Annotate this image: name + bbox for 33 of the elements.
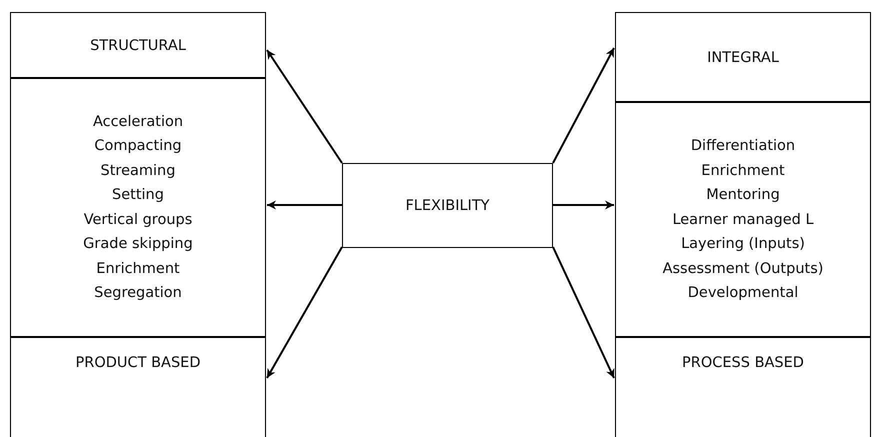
list-box bbox=[10, 77, 266, 338]
list-item: Compacting bbox=[94, 138, 182, 154]
header-box bbox=[615, 12, 871, 103]
list-item: Vertical groups bbox=[84, 212, 192, 228]
list-item: Mentoring bbox=[706, 187, 780, 203]
list-item: Enrichment bbox=[701, 162, 785, 178]
list-item: Grade skipping bbox=[83, 236, 193, 252]
list-item: Differentiation bbox=[690, 138, 796, 154]
footer-text: PRODUCT BASED bbox=[76, 355, 200, 371]
list-item: Acceleration bbox=[92, 114, 184, 130]
arrow bbox=[266, 49, 343, 164]
list-box bbox=[615, 101, 871, 338]
center-box bbox=[342, 163, 553, 248]
header-box bbox=[10, 12, 266, 79]
list-item: Learner managed L bbox=[672, 212, 814, 228]
list-item: Streaming bbox=[100, 162, 176, 179]
footer-text: PROCESS BASED bbox=[682, 355, 804, 371]
arrow bbox=[552, 48, 615, 164]
list-item: Setting bbox=[112, 187, 164, 204]
list-item: Layering (Inputs) bbox=[681, 236, 805, 252]
list-item: Enrichment bbox=[96, 260, 180, 277]
heading-text: STRUCTURAL bbox=[90, 38, 186, 54]
arrow bbox=[267, 200, 342, 210]
center-label: FLEXIBILITY bbox=[405, 198, 490, 214]
footer-box bbox=[615, 336, 871, 437]
arrow bbox=[266, 246, 343, 378]
footer-box bbox=[10, 336, 266, 437]
list-item: Assessment (Outputs) bbox=[662, 260, 824, 276]
heading-text: INTEGRAL bbox=[707, 50, 779, 66]
list-item: Segregation bbox=[94, 285, 182, 302]
arrow bbox=[553, 200, 614, 210]
list-item: Developmental bbox=[688, 285, 798, 301]
arrow bbox=[552, 246, 615, 378]
